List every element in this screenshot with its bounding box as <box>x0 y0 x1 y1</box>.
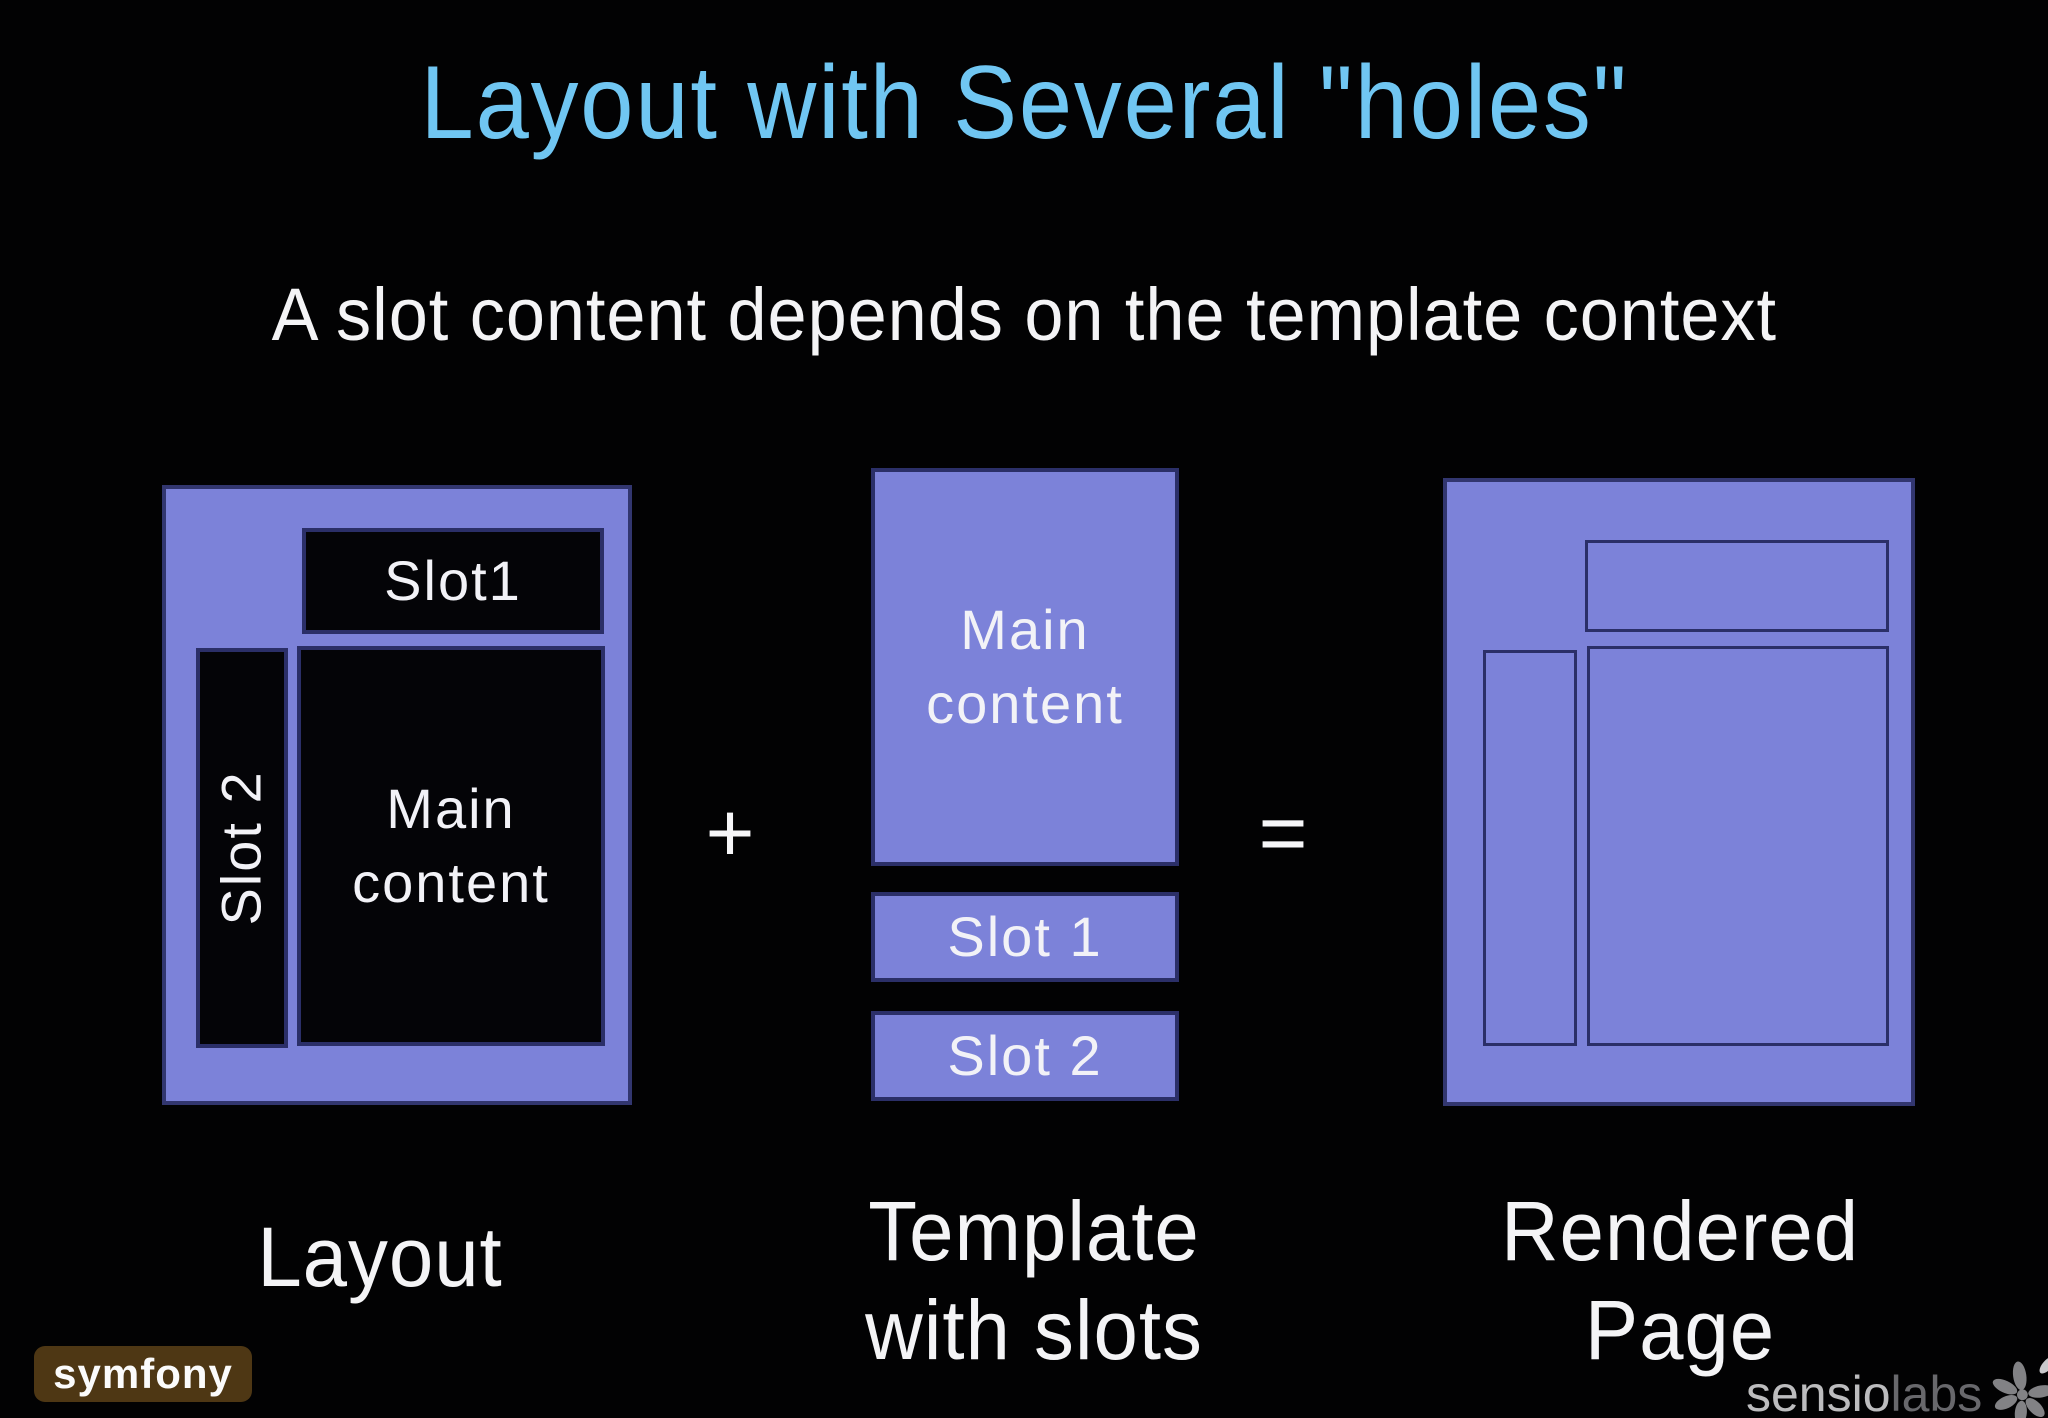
symfony-logo: symfony <box>34 1346 252 1402</box>
sensiolabs-pinwheel-icon <box>1993 1356 2048 1418</box>
equals-operator: = <box>1258 785 1308 880</box>
subtitle-text: A slot content depends on the template c… <box>271 273 1777 356</box>
rendered-page-panel <box>1443 478 1915 1106</box>
template-slot2-label: Slot 2 <box>947 1024 1103 1088</box>
layout-slot2-label: Slot 2 <box>210 770 274 926</box>
template-main-box: Main content <box>871 468 1179 866</box>
page-title-text: Layout with Several "holes" <box>420 45 1628 161</box>
plus-operator: + <box>705 785 755 880</box>
layout-main-label: Main content <box>352 777 550 914</box>
sensiolabs-logo-label-secondary: labs <box>1890 1366 1983 1418</box>
template-slot1-label: Slot 1 <box>947 905 1103 969</box>
rendered-slot1-area <box>1585 540 1889 632</box>
sensiolabs-logo-label-primary: sensio <box>1746 1366 1891 1418</box>
template-slot1-box: Slot 1 <box>871 892 1179 982</box>
rendered-slot2-area <box>1483 650 1577 1046</box>
rendered-main-area <box>1587 646 1889 1046</box>
template-caption: Template with slots <box>865 1184 1203 1378</box>
rendered-caption: Rendered Page <box>1500 1184 1860 1378</box>
page-title: Layout with Several "holes" <box>0 44 2048 163</box>
subtitle: A slot content depends on the template c… <box>0 272 2048 357</box>
template-main-label: Main content <box>926 598 1124 735</box>
layout-caption: Layout <box>257 1210 503 1304</box>
layout-slot1-label: Slot1 <box>384 549 522 613</box>
template-slot2-box: Slot 2 <box>871 1011 1179 1101</box>
layout-slot2-box: Slot 2 <box>196 648 288 1048</box>
layout-slot1-box: Slot1 <box>302 528 604 634</box>
layout-main-box: Main content <box>297 646 605 1046</box>
symfony-logo-label: symfony <box>53 1350 233 1397</box>
